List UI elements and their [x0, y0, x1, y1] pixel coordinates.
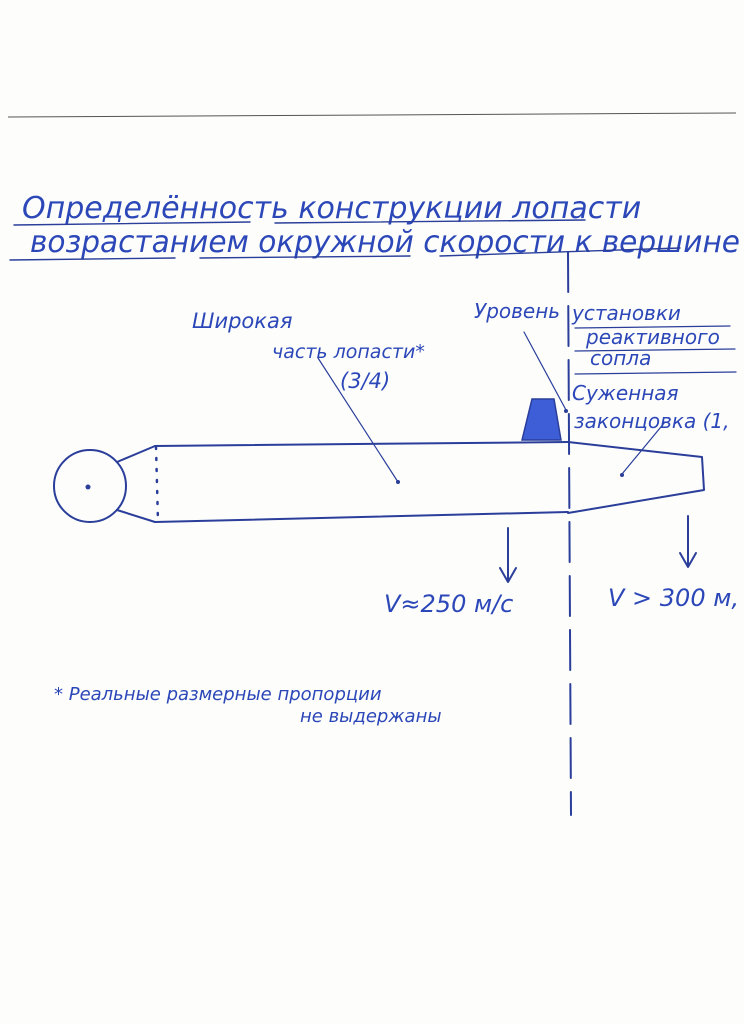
label-wide-part-line-2: часть лопасти* [272, 341, 425, 363]
jet-nozzle [521, 398, 562, 441]
leader-wide-part [317, 357, 399, 483]
leader-level [523, 331, 567, 411]
leader-level-dot [564, 409, 568, 413]
title-underline-2 [9, 247, 681, 261]
label-speed-left: V≈250 м/с [384, 590, 513, 618]
blade-root-fairing [116, 445, 156, 523]
leader-narrow-tip [621, 421, 666, 475]
leader-narrow-tip-dot [620, 473, 624, 477]
nozzle-position-dashed-line [567, 251, 572, 816]
rotor-hub-circle [53, 449, 127, 523]
title-line-2: возрастанием окружной скорости к вершине [30, 225, 740, 260]
footnote-line-2: не выдержаны [300, 706, 442, 727]
footnote-line-1: * Реальные размерные пропорции [54, 684, 382, 705]
label-speed-right: V > 300 м, [608, 584, 739, 612]
label-nozzle-line-2: реактивного [585, 325, 720, 349]
label-narrow-tip-line-2: законцовка (1, [574, 409, 730, 433]
label-wide-part-line-1: Широкая [192, 309, 292, 333]
hub-center-dot [85, 484, 91, 490]
narrow-tip-section [567, 441, 705, 514]
title-underline-1 [13, 219, 586, 226]
label-level: Уровень [474, 299, 560, 323]
label-narrow-tip-line-1: Суженная [572, 381, 679, 405]
root-dotted-seam [154, 445, 160, 524]
label-wide-part-line-3: (3/4) [340, 369, 390, 393]
nozzle-label-underline [574, 325, 737, 375]
wide-blade-section [154, 441, 569, 523]
page-top-rule [7, 112, 737, 118]
label-nozzle-line-1: установки [571, 301, 681, 325]
speed-arrow-right [679, 515, 697, 568]
speed-arrow-left [499, 527, 517, 583]
leader-wide-part-dot [396, 480, 400, 484]
